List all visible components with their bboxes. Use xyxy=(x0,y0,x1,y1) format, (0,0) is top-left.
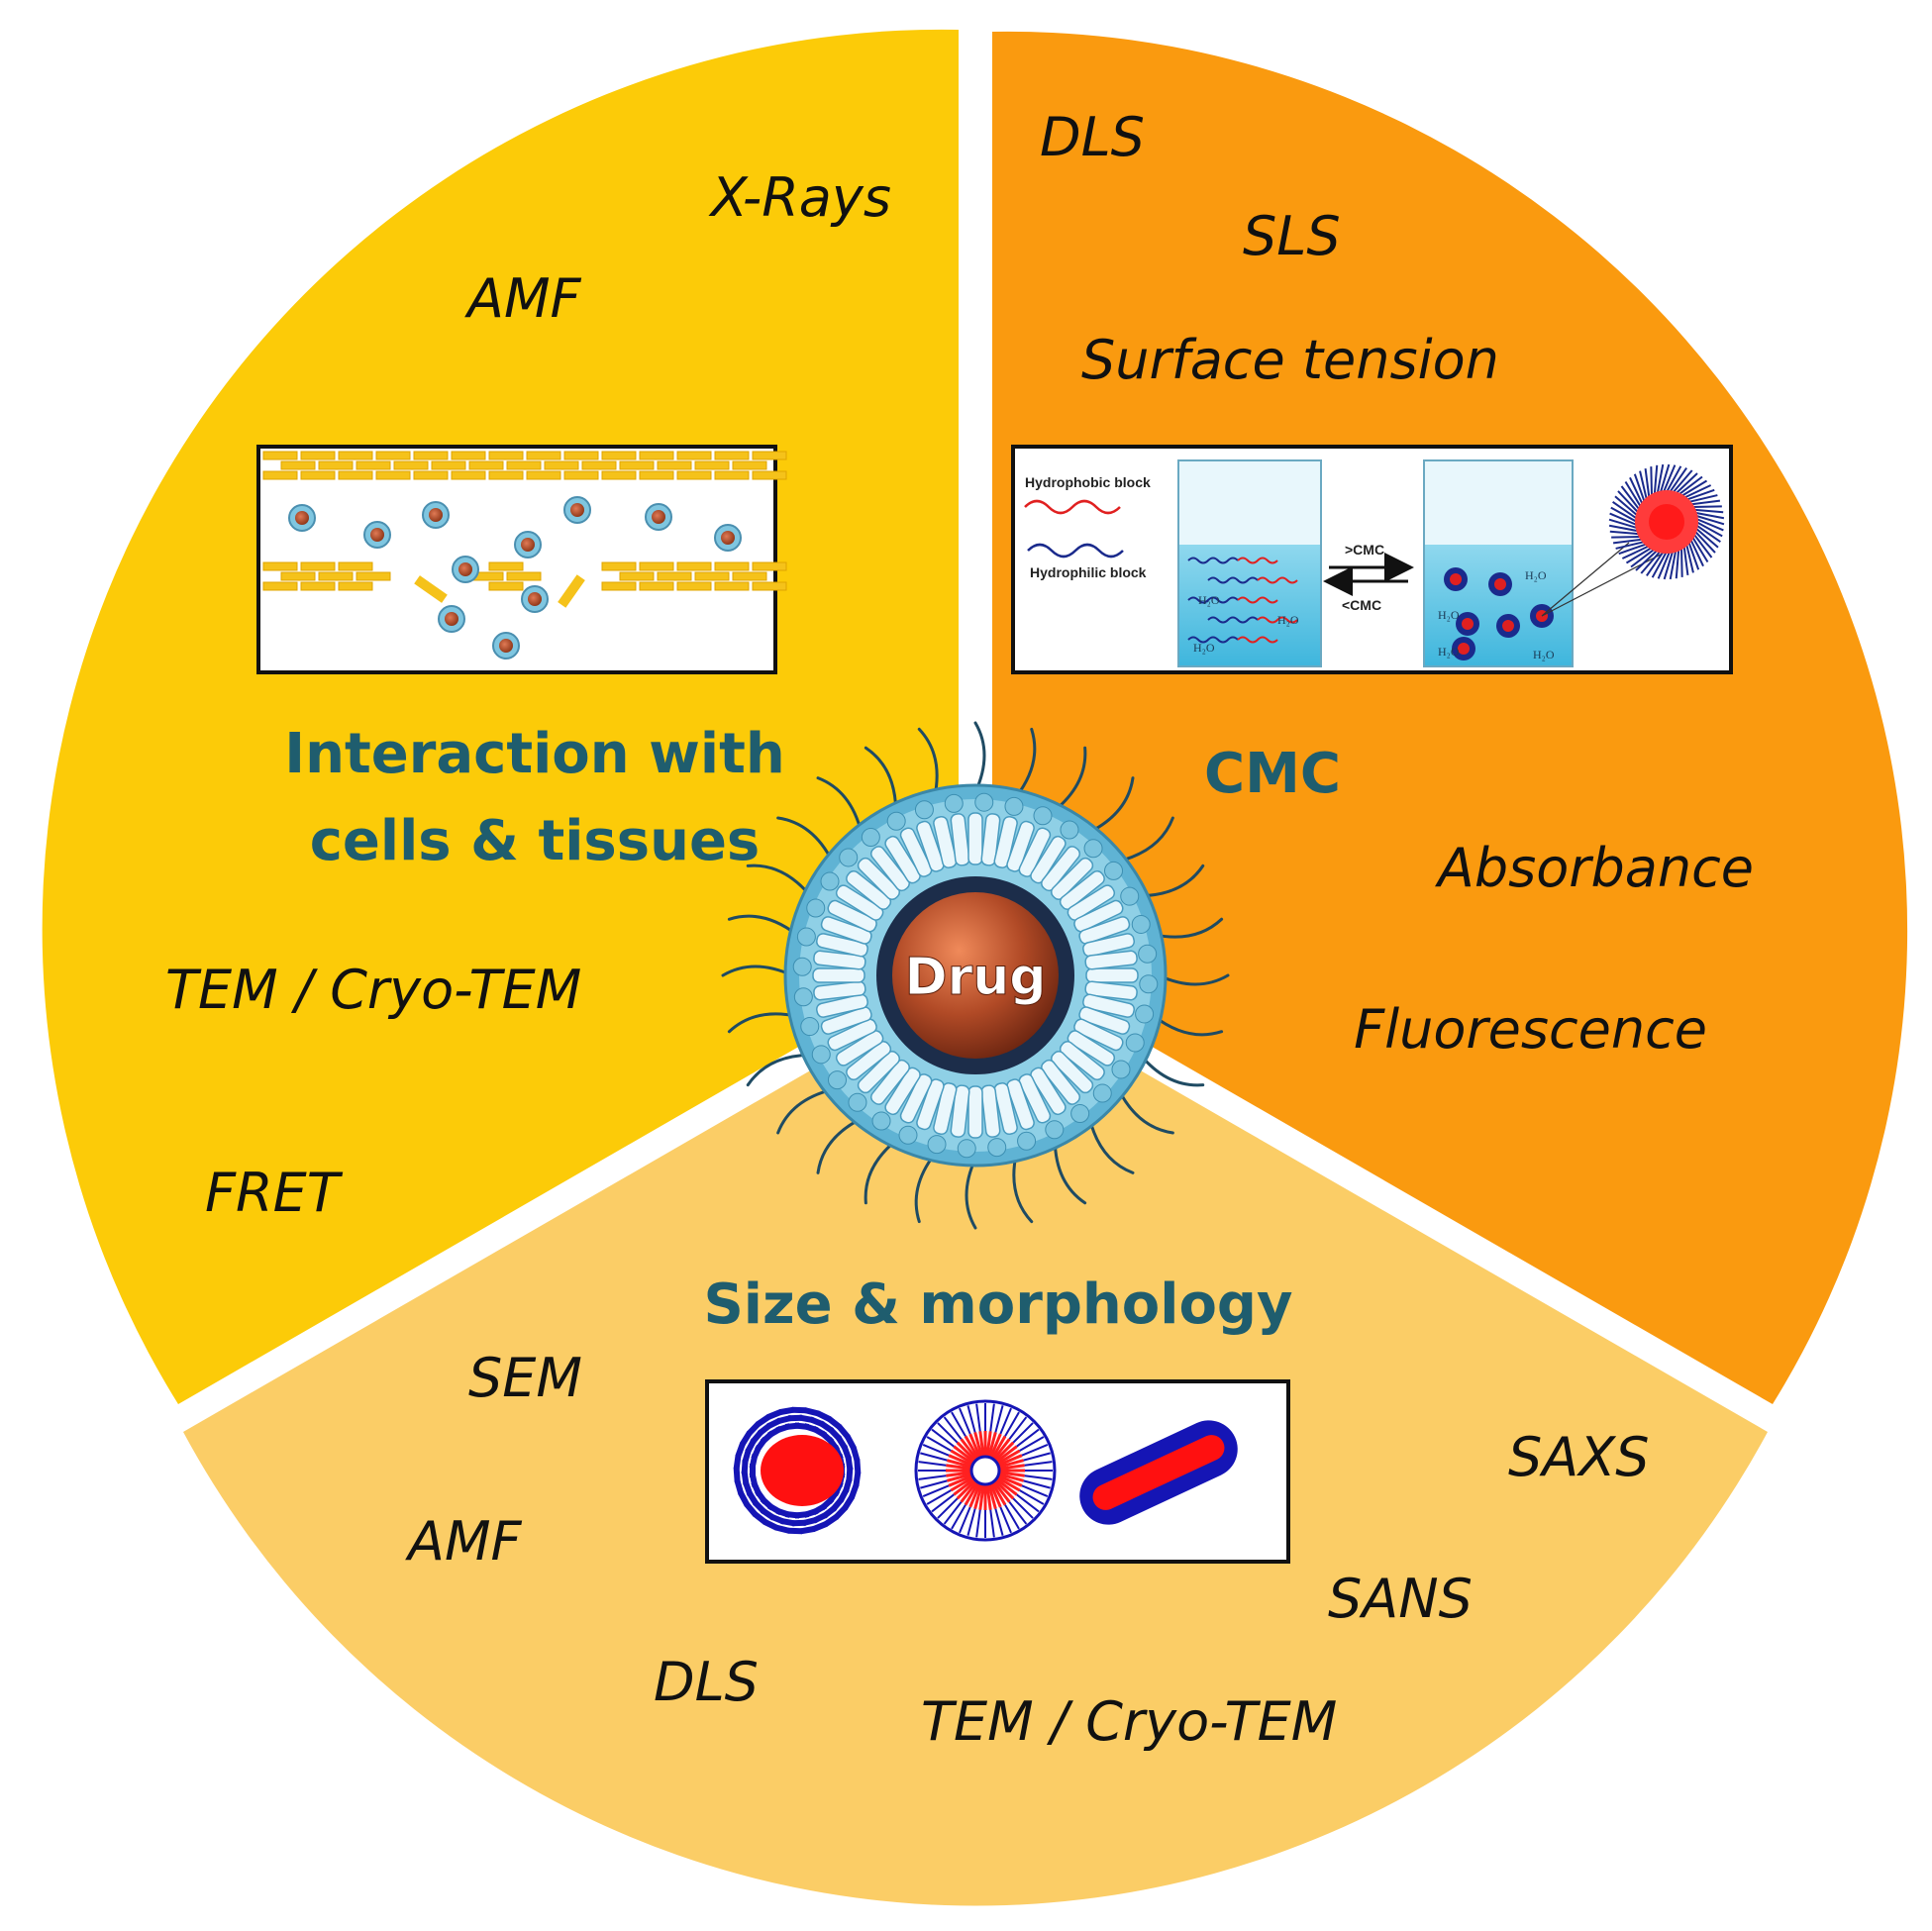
technique-label: SEM xyxy=(468,1347,582,1409)
technique-label: TEM / Cryo-TEM xyxy=(921,1690,1337,1753)
technique-label: DLS xyxy=(1040,106,1145,168)
hydrophilic-block-label: Hydrophilic block xyxy=(1030,564,1147,580)
cmc-schematic-figure: Hydrophobic block Hydrophilic block H₂O … xyxy=(1011,445,1733,674)
technique-label: SANS xyxy=(1328,1568,1473,1630)
svg-text:H₂O: H₂O xyxy=(1193,641,1215,655)
cells-heading-line-2: cells & tissues xyxy=(310,809,761,873)
technique-label: TEM / Cryo-TEM xyxy=(165,959,581,1021)
technique-label: Fluorescence xyxy=(1354,998,1707,1061)
central-micelle-icon: Drug xyxy=(721,721,1230,1230)
technique-label: DLS xyxy=(654,1651,759,1713)
technique-label: SLS xyxy=(1243,205,1341,267)
backward-cmc-label: <CMC xyxy=(1342,597,1381,613)
size-morphology-heading: Size & morphology xyxy=(703,1272,1292,1337)
sector-cells-tissues xyxy=(42,29,959,1405)
micelle-morphologies-icon xyxy=(705,1379,1290,1564)
technique-label: AMF xyxy=(464,267,582,330)
technique-label: FRET xyxy=(205,1162,344,1224)
svg-text:H₂O: H₂O xyxy=(1198,593,1220,607)
svg-text:H₂O: H₂O xyxy=(1438,645,1460,659)
technique-label: Absorbance xyxy=(1435,837,1754,899)
technique-label: AMF xyxy=(405,1510,523,1573)
cmc-heading: CMC xyxy=(1204,742,1341,806)
svg-text:H₂O: H₂O xyxy=(1533,648,1555,661)
technique-label: Surface tension xyxy=(1081,329,1499,391)
svg-text:H₂O: H₂O xyxy=(1525,568,1547,582)
svg-text:H₂O: H₂O xyxy=(1438,608,1460,622)
drug-core xyxy=(892,892,1059,1059)
cells-heading-line-1: Interaction with xyxy=(284,722,784,786)
forward-cmc-label: >CMC xyxy=(1345,542,1384,558)
technique-label: X-Rays xyxy=(708,166,891,229)
svg-text:H₂O: H₂O xyxy=(1277,613,1299,627)
hydrophobic-block-label: Hydrophobic block xyxy=(1025,474,1151,490)
technique-label: SAXS xyxy=(1508,1426,1650,1488)
micelles-crossing-tissue-icon xyxy=(256,445,787,674)
drug-label: Drug xyxy=(904,948,1046,1007)
sector-cmc xyxy=(992,31,1908,1404)
